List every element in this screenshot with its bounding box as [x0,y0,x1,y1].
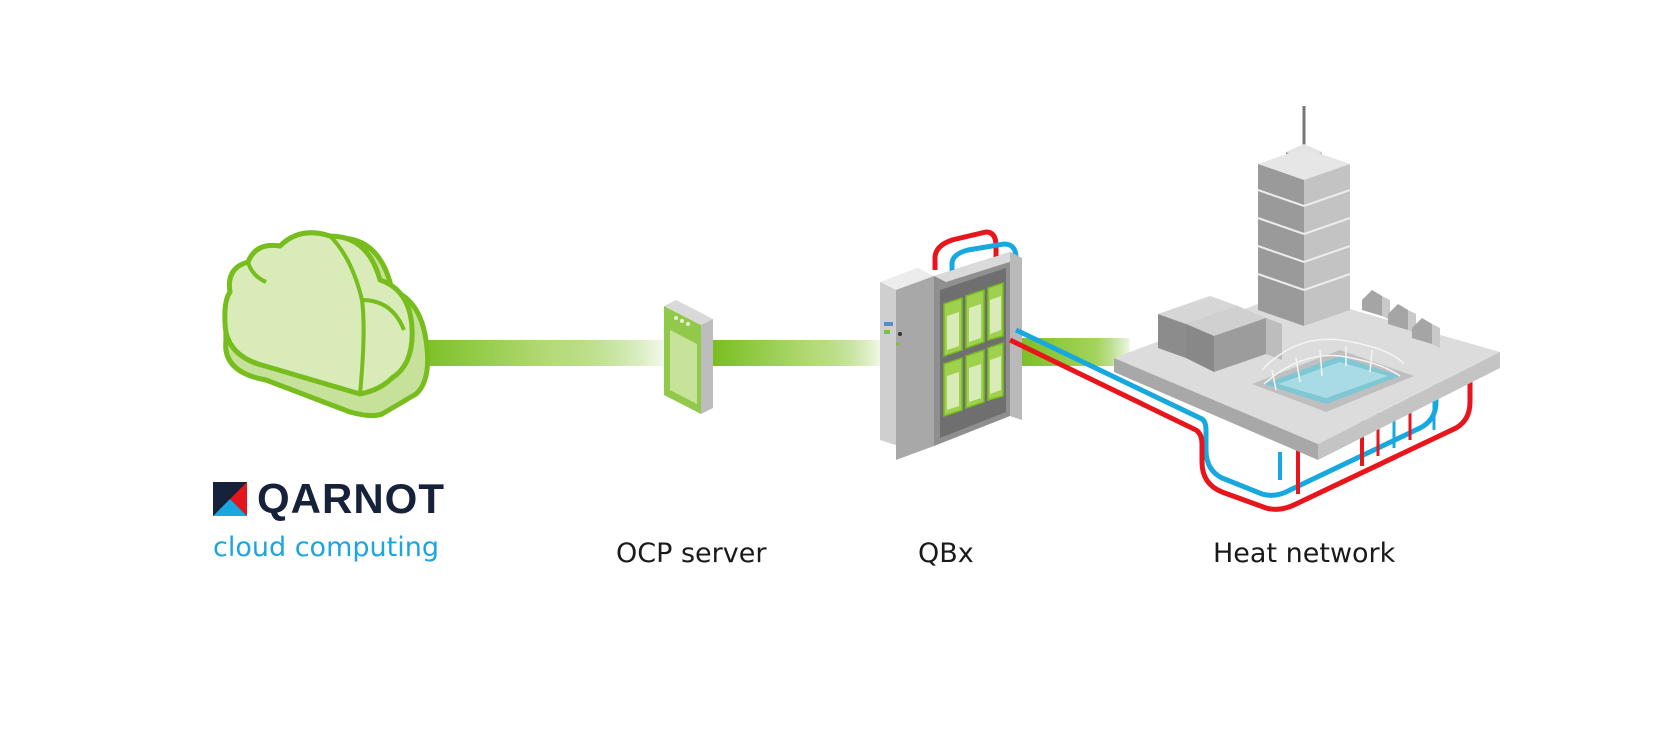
brand-tagline: cloud computing [213,532,439,563]
brand-row: QARNOT [213,478,445,520]
label-ocp-server: OCP server [616,538,767,569]
label-qbx: QBx [918,538,974,569]
brand-block: QARNOT cloud computing [213,478,445,561]
brand-name: QARNOT [257,475,445,522]
qbx-rack-icon [880,229,1022,460]
flow-band-ocp-to-qbx [710,340,885,366]
label-heat-network: Heat network [1213,538,1396,569]
flow-band-cloud-to-ocp [410,340,670,366]
cloud-icon [222,230,431,419]
qarnot-logo-icon [213,482,247,516]
server-icon [664,300,713,414]
flow-band-qbx-to-city [1010,338,1130,366]
city-block-icon [1114,106,1500,460]
